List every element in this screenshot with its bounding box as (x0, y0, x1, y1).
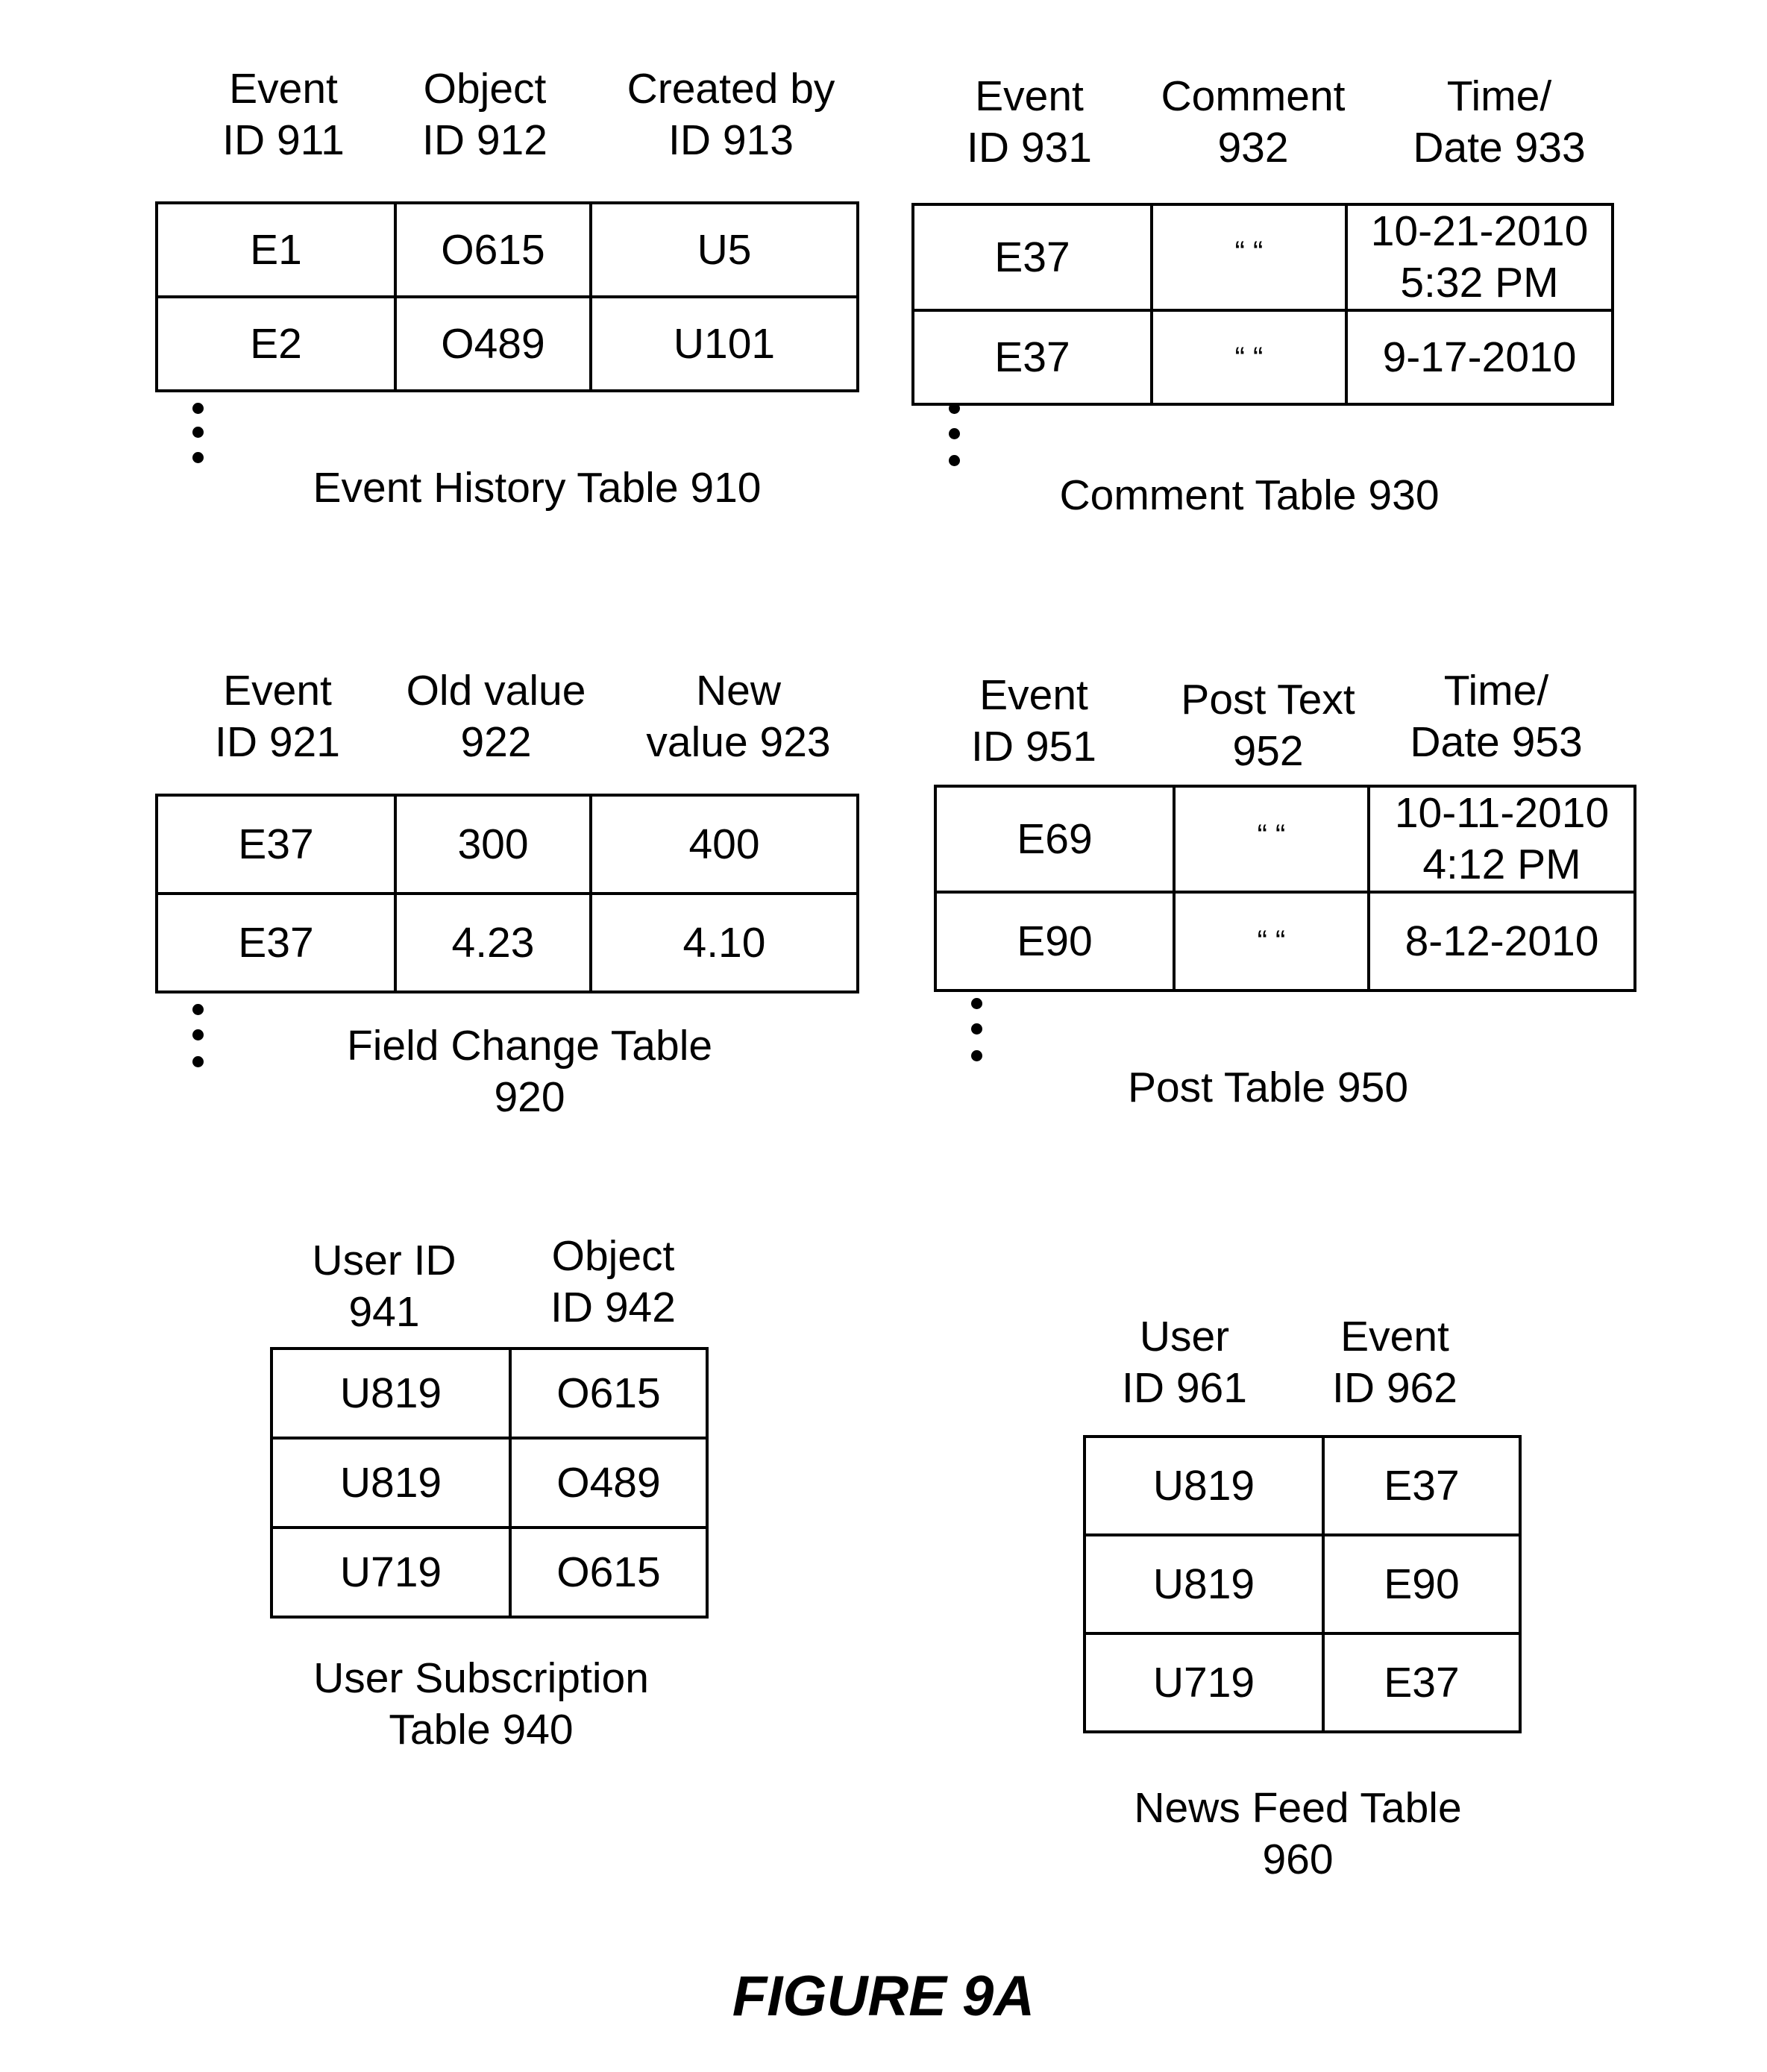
table-cell: 8-12-2010 (1369, 892, 1635, 991)
table-row: E37 300 400 (157, 795, 858, 894)
table-cell: 4.23 (395, 894, 591, 992)
table-cell: “ “ (1152, 204, 1346, 310)
event-history-table: E1 O615 U5 E2 O489 U101 (155, 201, 859, 392)
table-row: E37 “ “ 10-21-2010 5:32 PM (913, 204, 1613, 310)
comment-932-header: Comment 932 (1141, 71, 1365, 174)
table-cell: E37 (913, 204, 1152, 310)
news-feed-table-caption: News Feed Table 960 (1067, 1783, 1529, 1886)
table-cell: U819 (272, 1438, 510, 1528)
table-cell: U719 (272, 1528, 510, 1617)
post-table: E69 “ “ 10-11-2010 4:12 PM E90 “ “ 8-12-… (934, 785, 1636, 992)
table-row: E37 4.23 4.10 (157, 894, 858, 992)
user-id-941-header: User ID 941 (295, 1235, 474, 1338)
table-cell: E90 (935, 892, 1174, 991)
table-cell: E2 (157, 297, 395, 391)
table-cell: O615 (395, 203, 591, 297)
table-cell: “ “ (1174, 786, 1369, 892)
table-cell: 4.10 (591, 894, 858, 992)
table-cell: E1 (157, 203, 395, 297)
time-date-953-header: Time/ Date 953 (1384, 665, 1608, 768)
event-id-962-header: Event ID 962 (1305, 1311, 1484, 1414)
table-cell: U719 (1085, 1633, 1323, 1732)
table-cell: 300 (395, 795, 591, 894)
table-cell: U819 (272, 1349, 510, 1438)
old-value-922-header: Old value 922 (384, 665, 608, 768)
table-cell: 10-11-2010 4:12 PM (1369, 786, 1635, 892)
field-change-table-caption: Field Change Table 920 (298, 1020, 761, 1123)
table-row: E1 O615 U5 (157, 203, 858, 297)
comment-table: E37 “ “ 10-21-2010 5:32 PM E37 “ “ 9-17-… (911, 203, 1614, 406)
continuation-dots-icon (971, 998, 986, 1065)
table-cell: E37 (1323, 1633, 1520, 1732)
created-by-id-913-header: Created by ID 913 (604, 63, 858, 166)
table-cell: O615 (510, 1349, 707, 1438)
table-row: E90 “ “ 8-12-2010 (935, 892, 1635, 991)
table-cell: U819 (1085, 1437, 1323, 1535)
table-row: U819 E90 (1085, 1535, 1520, 1633)
table-row: U819 O489 (272, 1438, 707, 1528)
table-cell: 9-17-2010 (1346, 310, 1613, 404)
user-subscription-table: U819 O615 U819 O489 U719 O615 (270, 1347, 709, 1619)
table-row: E2 O489 U101 (157, 297, 858, 391)
time-date-933-header: Time/ Date 933 (1387, 71, 1611, 174)
post-table-caption: Post Table 950 (1059, 1062, 1477, 1114)
table-row: U719 O615 (272, 1528, 707, 1617)
event-id-911-header: Event ID 911 (194, 63, 373, 166)
comment-table-caption: Comment Table 930 (999, 470, 1499, 521)
table-cell: 400 (591, 795, 858, 894)
object-id-912-header: Object ID 912 (395, 63, 574, 166)
table-cell: 10-21-2010 5:32 PM (1346, 204, 1613, 310)
table-row: E37 “ “ 9-17-2010 (913, 310, 1613, 404)
event-history-table-caption: Event History Table 910 (283, 462, 791, 514)
user-subscription-table-caption: User Subscription Table 940 (254, 1653, 709, 1756)
table-cell: U5 (591, 203, 858, 297)
table-cell: E69 (935, 786, 1174, 892)
news-feed-table: U819 E37 U819 E90 U719 E37 (1083, 1435, 1522, 1733)
table-row: U719 E37 (1085, 1633, 1520, 1732)
table-cell: E37 (157, 894, 395, 992)
figure-label: FIGURE 9A (0, 1963, 1767, 2030)
table-cell: O615 (510, 1528, 707, 1617)
continuation-dots-icon (192, 403, 207, 470)
post-text-952-header: Post Text 952 (1149, 674, 1387, 777)
user-id-961-header: User ID 961 (1095, 1311, 1274, 1414)
table-cell: U819 (1085, 1535, 1323, 1633)
table-cell: E37 (1323, 1437, 1520, 1535)
event-id-951-header: Event ID 951 (944, 670, 1123, 773)
table-cell: E90 (1323, 1535, 1520, 1633)
table-row: E69 “ “ 10-11-2010 4:12 PM (935, 786, 1635, 892)
table-cell: O489 (395, 297, 591, 391)
event-id-921-header: Event ID 921 (188, 665, 367, 768)
continuation-dots-icon (192, 1004, 207, 1071)
table-cell: E37 (157, 795, 395, 894)
table-cell: O489 (510, 1438, 707, 1528)
new-value-923-header: New value 923 (619, 665, 858, 768)
continuation-dots-icon (949, 403, 964, 470)
table-row: U819 E37 (1085, 1437, 1520, 1535)
field-change-table: E37 300 400 E37 4.23 4.10 (155, 794, 859, 993)
table-cell: E37 (913, 310, 1152, 404)
table-cell: “ “ (1152, 310, 1346, 404)
table-cell: “ “ (1174, 892, 1369, 991)
event-id-931-header: Event ID 931 (940, 71, 1119, 174)
object-id-942-header: Object ID 942 (524, 1231, 703, 1334)
table-row: U819 O615 (272, 1349, 707, 1438)
table-cell: U101 (591, 297, 858, 391)
